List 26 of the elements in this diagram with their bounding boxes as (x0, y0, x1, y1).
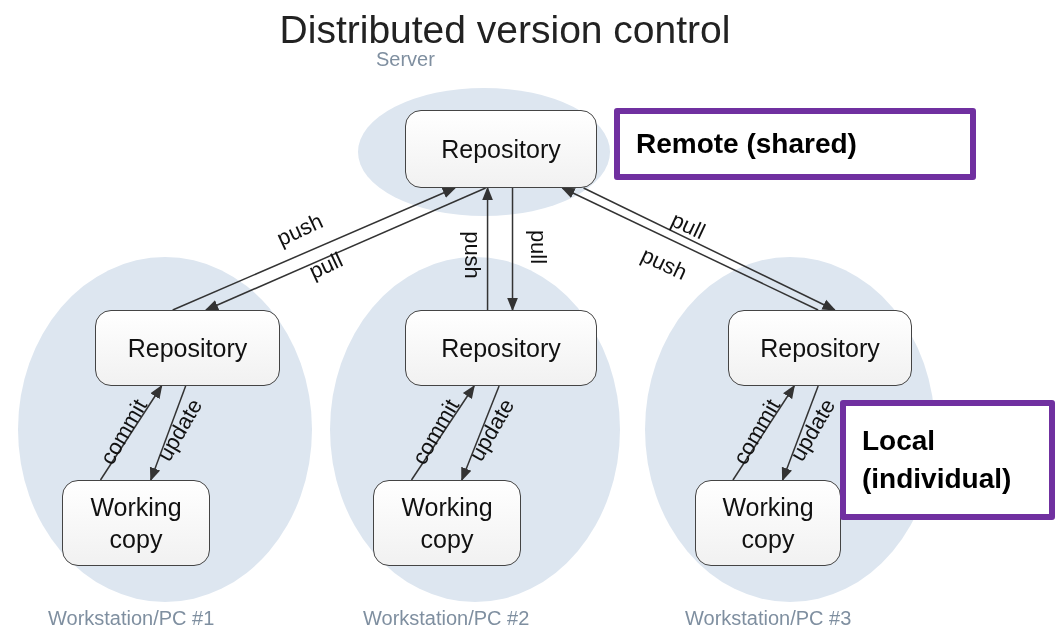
arrow (204, 187, 487, 311)
arrow (781, 385, 819, 482)
rounded-box: Working copy (695, 480, 841, 566)
arrow (507, 187, 518, 312)
arrow (461, 385, 500, 482)
arrow (149, 385, 187, 482)
callout-box: Local (individual) (840, 400, 1055, 520)
rounded-box: Working copy (62, 480, 210, 566)
rounded-box: Repository (405, 110, 597, 188)
edge-label: pull (525, 229, 551, 265)
arrow (410, 384, 475, 481)
arrow (171, 187, 457, 311)
zone-caption: Workstation/PC #2 (363, 607, 530, 630)
rounded-box: Repository (95, 310, 280, 386)
edge-label: push (636, 242, 692, 286)
zone-caption: Workstation/PC #1 (48, 607, 215, 630)
rounded-box: Working copy (373, 480, 521, 566)
arrow (482, 186, 493, 311)
arrow (99, 384, 163, 481)
rounded-box: Repository (728, 310, 912, 386)
rounded-box: Repository (405, 310, 597, 386)
arrow (732, 384, 795, 481)
callout-box: Remote (shared) (614, 108, 976, 180)
edge-label: push (459, 231, 485, 279)
zone-caption: Workstation/PC #3 (685, 607, 852, 630)
edge-label: pull (667, 207, 709, 245)
